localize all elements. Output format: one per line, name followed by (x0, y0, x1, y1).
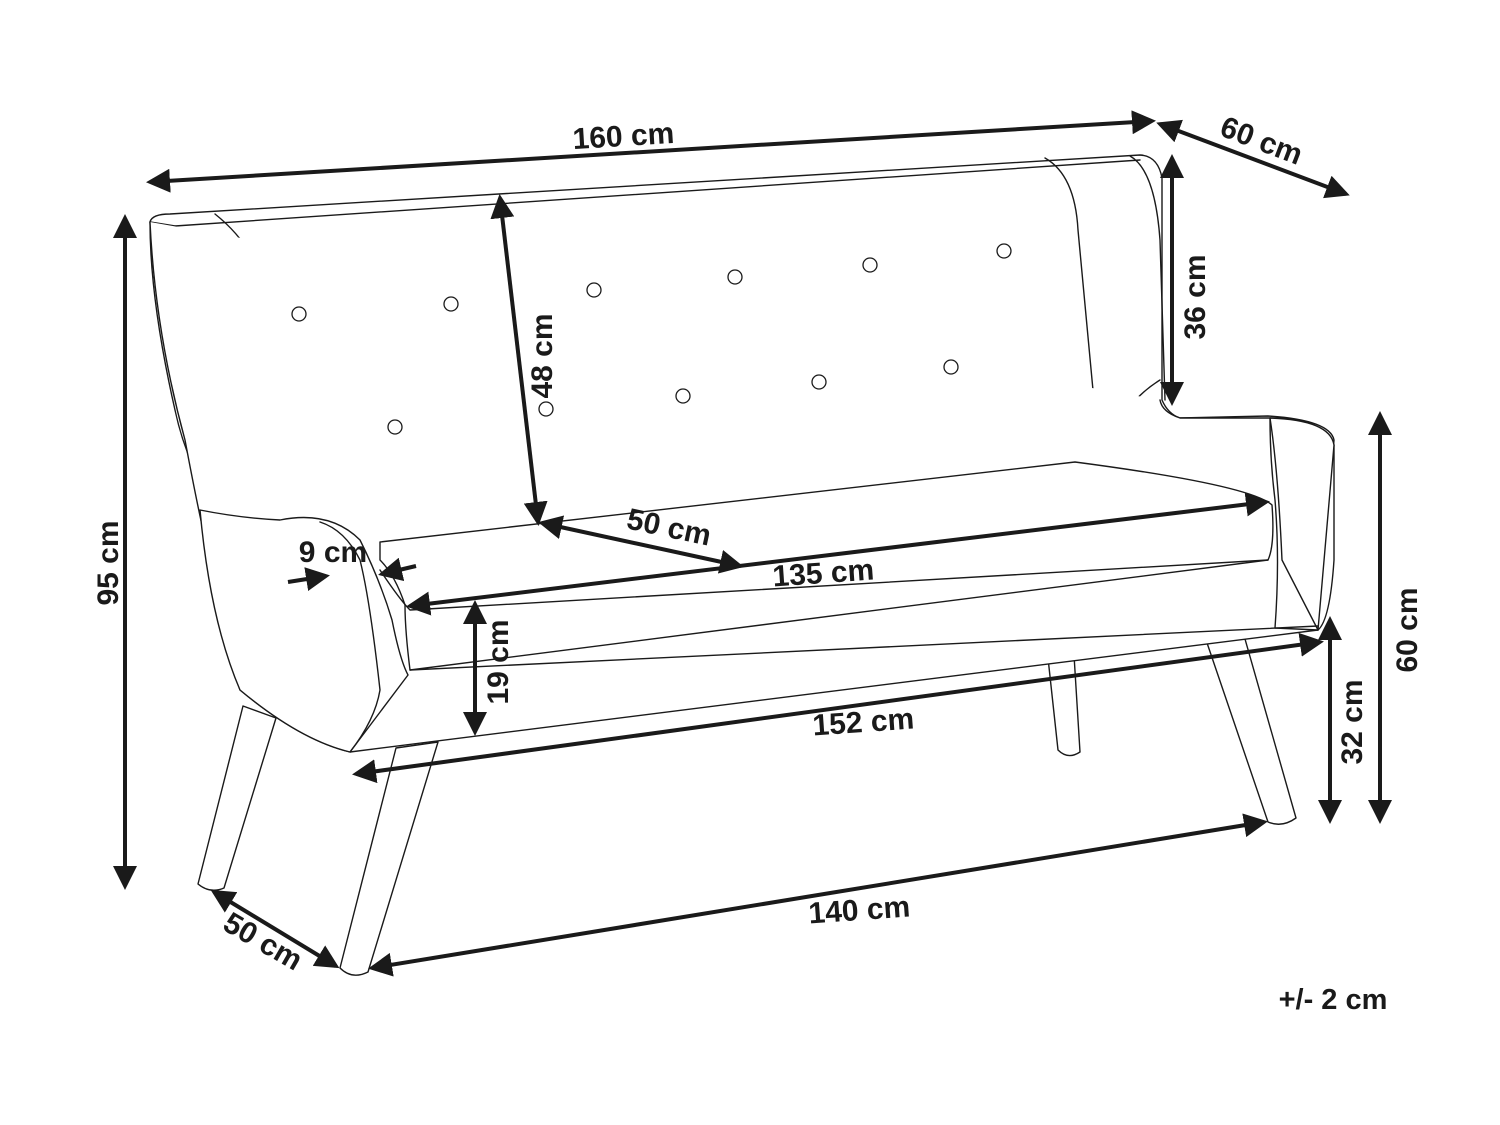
tufting-button (862, 257, 878, 273)
tolerance-note: +/- 2 cm (1279, 984, 1388, 1016)
tufting-button (675, 388, 691, 404)
tufting-button (538, 401, 554, 417)
dim-line-legs-depth (210, 889, 340, 969)
label-legs-width: 140 cm (807, 891, 911, 931)
right-arm-front (1269, 417, 1319, 631)
label-seat-height: 32 cm (1336, 679, 1369, 764)
label-armrest-width: 9 cm (299, 536, 367, 569)
label-base-width: 152 cm (811, 703, 915, 743)
dimension-lines (113, 110, 1392, 977)
rear-right-leg (1047, 654, 1081, 757)
dim-line-back-cushion-height (490, 194, 548, 526)
label-overall-width: 160 cm (572, 117, 676, 156)
label-back-cushion-height: 48 cm (526, 313, 559, 398)
tufting-button (291, 306, 307, 322)
tufting-button (387, 419, 403, 435)
front-left-leg (339, 741, 439, 976)
tufting-button (996, 243, 1012, 259)
front-right-leg (1204, 631, 1297, 825)
label-backrest-height: 36 cm (1179, 254, 1212, 339)
tufting-button (811, 374, 827, 390)
right-arm (1269, 417, 1335, 631)
label-seat-width: 135 cm (771, 554, 875, 594)
label-legs-depth: 50 cm (218, 906, 308, 977)
dim-line-base-width (352, 632, 1324, 784)
tufting-button (443, 296, 459, 312)
dim-line-seat-width (406, 492, 1270, 616)
label-overall-height: 95 cm (92, 520, 125, 605)
dim-line-overall-depth (1156, 119, 1350, 199)
label-arm-height: 60 cm (1391, 587, 1424, 672)
dim-line-overall-width (146, 110, 1156, 193)
dim-line-armrest-left (287, 567, 330, 591)
label-seat-cushion-height: 19 cm (482, 619, 515, 704)
rear-left-leg (197, 705, 277, 891)
tufting-button (943, 359, 959, 375)
tufting-button (727, 269, 743, 285)
dim-line-legs-width (368, 813, 1268, 977)
tufting-button (586, 282, 602, 298)
